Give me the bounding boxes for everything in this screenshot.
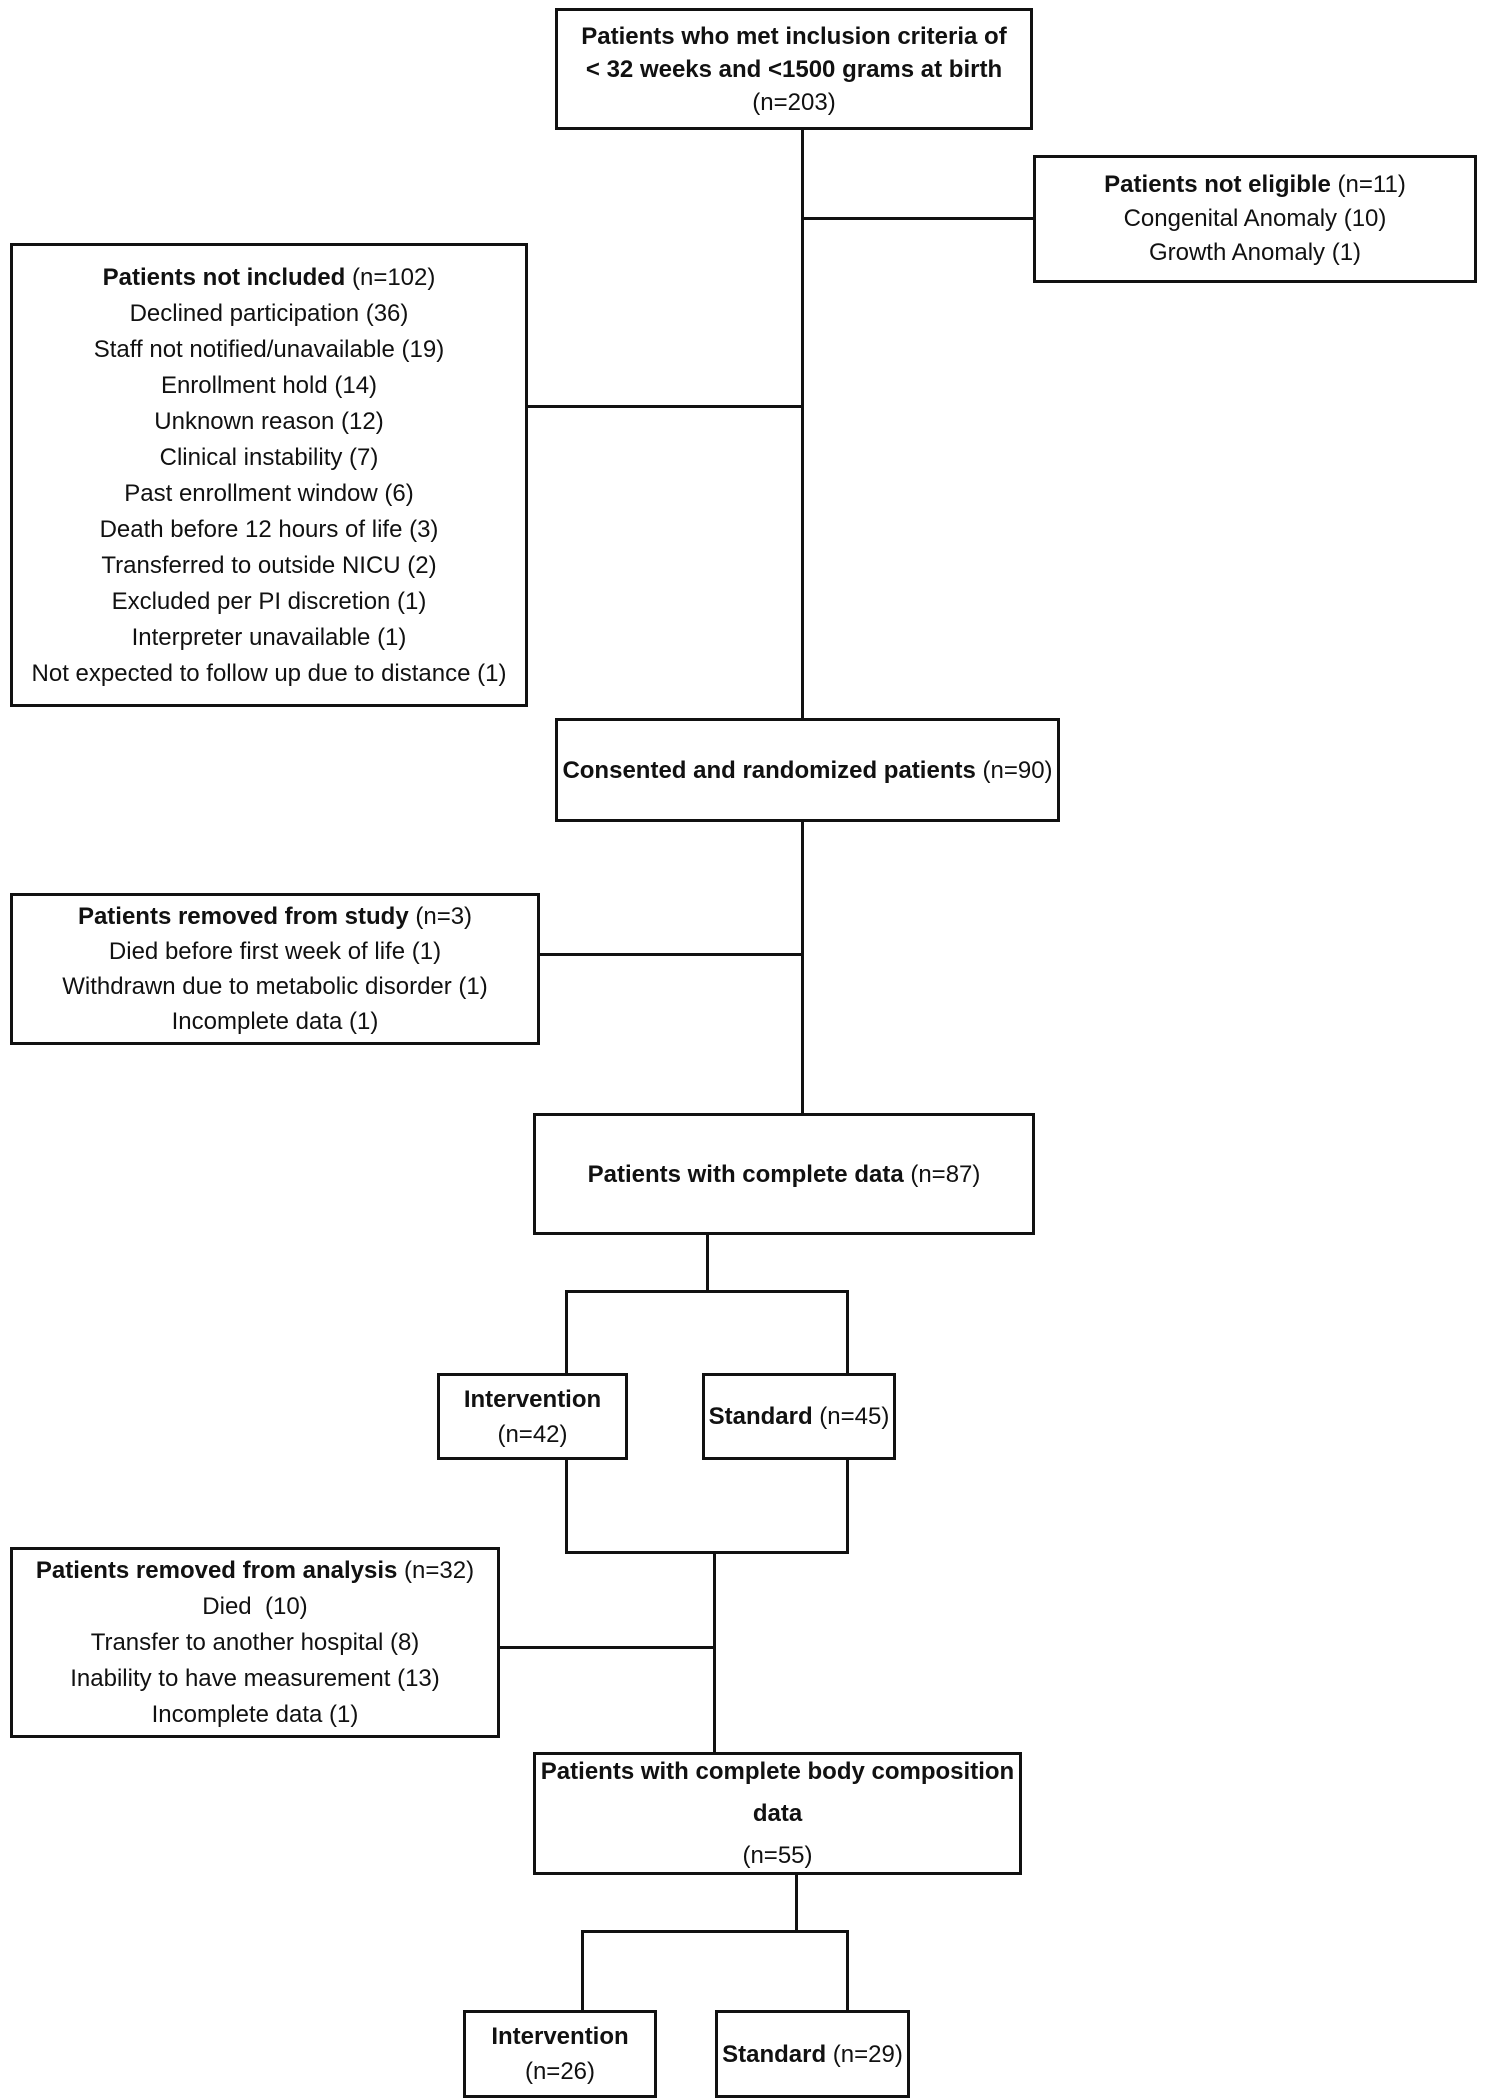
consented-count: (n=90) bbox=[975, 756, 1053, 784]
connector-consented-to-complete-data bbox=[801, 822, 804, 1113]
not-included-header: Patients not included (n=102) bbox=[103, 260, 436, 296]
standard-randomized-box: Standard (n=45) bbox=[702, 1373, 896, 1460]
list-item: Unknown reason (12) bbox=[154, 408, 384, 435]
intervention-final-title: Intervention bbox=[491, 2023, 629, 2050]
removed-analysis-header: Patients removed from analysis (n=32) bbox=[36, 1553, 474, 1589]
connector-from-not-included bbox=[528, 405, 804, 408]
intervention-randomized-title: Intervention bbox=[463, 1385, 602, 1413]
list-item: Transferred to outside NICU (2) bbox=[101, 552, 437, 579]
list-item: Congenital Anomaly (10) bbox=[1123, 205, 1387, 232]
removed-study-count: (n=3) bbox=[408, 903, 473, 930]
intervention-final-box: Intervention (n=26) bbox=[463, 2010, 657, 2098]
standard-randomized-title: Standard bbox=[708, 1403, 813, 1430]
list-item: Death before 12 hours of life (3) bbox=[99, 516, 439, 543]
not-included-count: (n=102) bbox=[345, 264, 436, 291]
list-item: Inability to have measurement (13) bbox=[70, 1664, 440, 1692]
connector-split-bar bbox=[565, 1290, 849, 1293]
intervention-final-header: Intervention (n=26) bbox=[466, 2019, 654, 2089]
list-item: Staff not notified/unavailable (19) bbox=[93, 336, 445, 363]
list-item: Past enrollment window (6) bbox=[124, 480, 414, 507]
complete-data-box: Patients with complete data (n=87) bbox=[533, 1113, 1035, 1235]
standard-final-box: Standard (n=29) bbox=[715, 2010, 910, 2098]
consented-title: Consented and randomized patients bbox=[562, 756, 976, 784]
not-eligible-header: Patients not eligible (n=11) bbox=[1104, 168, 1406, 202]
list-item: Excluded per PI discretion (1) bbox=[111, 588, 427, 615]
list-item: Not expected to follow up due to distanc… bbox=[31, 660, 507, 687]
inclusion-count: (n=203) bbox=[752, 88, 836, 116]
list-item: Incomplete data (1) bbox=[151, 1700, 359, 1728]
connector-from-removed-analysis bbox=[500, 1646, 715, 1649]
connector-split-feed bbox=[706, 1235, 709, 1293]
list-item: Withdrawn due to metabolic disorder (1) bbox=[62, 973, 488, 1000]
body-composition-title: Patients with complete body composition … bbox=[540, 1757, 1021, 1827]
consented-header: Consented and randomized patients (n=90) bbox=[562, 753, 1052, 788]
intervention-randomized-count: (n=42) bbox=[497, 1385, 608, 1448]
connector-split-left-leg bbox=[565, 1290, 568, 1373]
list-item: Clinical instability (7) bbox=[159, 444, 379, 471]
connector-bottom-bar bbox=[581, 1930, 849, 1933]
list-item: Died before first week of life (1) bbox=[108, 938, 442, 965]
standard-randomized-header: Standard (n=45) bbox=[709, 1399, 890, 1434]
standard-final-title: Standard bbox=[722, 2040, 827, 2068]
list-item: Incomplete data (1) bbox=[171, 1008, 379, 1035]
list-item: Interpreter unavailable (1) bbox=[131, 624, 407, 651]
not-eligible-count: (n=11) bbox=[1330, 171, 1406, 198]
body-composition-box: Patients with complete body composition … bbox=[533, 1752, 1022, 1875]
removed-analysis-count: (n=32) bbox=[397, 1556, 475, 1584]
list-item: Growth Anomaly (1) bbox=[1148, 239, 1362, 266]
list-item: Enrollment hold (14) bbox=[160, 372, 378, 399]
removed-from-study-box: Patients removed from study (n=3) Died b… bbox=[10, 893, 540, 1045]
intervention-final-count: (n=26) bbox=[524, 2023, 636, 2085]
not-eligible-items: Congenital Anomaly (10) Growth Anomaly (… bbox=[1124, 202, 1387, 270]
consented-randomized-box: Consented and randomized patients (n=90) bbox=[555, 718, 1060, 822]
inclusion-criteria-box: Patients who met inclusion criteria of <… bbox=[555, 8, 1033, 130]
connector-to-not-eligible bbox=[801, 217, 1033, 220]
intervention-randomized-box: Intervention (n=42) bbox=[437, 1373, 628, 1460]
standard-final-header: Standard (n=29) bbox=[722, 2037, 903, 2072]
inclusion-line-1: Patients who met inclusion criteria of bbox=[581, 22, 1007, 50]
complete-data-count: (n=87) bbox=[903, 1160, 981, 1188]
list-item: Died (10) bbox=[202, 1592, 308, 1620]
inclusion-line-2: < 32 weeks and <1500 grams at birth bbox=[585, 55, 1003, 83]
connector-merge-feed bbox=[713, 1551, 716, 1752]
removed-analysis-items: Died (10) Transfer to another hospital (… bbox=[70, 1589, 440, 1733]
connector-from-removed-study bbox=[540, 953, 804, 956]
not-included-box: Patients not included (n=102) Declined p… bbox=[10, 243, 528, 707]
removed-analysis-title: Patients removed from analysis bbox=[35, 1556, 398, 1584]
list-item: Declined participation (36) bbox=[129, 300, 409, 327]
intervention-randomized-header: Intervention (n=42) bbox=[440, 1382, 625, 1452]
removed-study-title: Patients removed from study bbox=[77, 903, 409, 930]
connector-bottom-right-leg bbox=[846, 1930, 849, 2010]
removed-from-analysis-box: Patients removed from analysis (n=32) Di… bbox=[10, 1547, 500, 1738]
complete-data-header: Patients with complete data (n=87) bbox=[588, 1157, 981, 1192]
not-eligible-title: Patients not eligible bbox=[1104, 171, 1331, 198]
body-composition-count: (n=55) bbox=[742, 1841, 813, 1869]
connector-inclusion-to-consented bbox=[801, 130, 804, 718]
connector-bottom-left-leg bbox=[581, 1930, 584, 2010]
not-included-items: Declined participation (36) Staff not no… bbox=[32, 296, 507, 692]
connector-merge-right-leg bbox=[846, 1460, 849, 1554]
removed-study-header: Patients removed from study (n=3) bbox=[78, 899, 472, 934]
list-item: Transfer to another hospital (8) bbox=[90, 1628, 420, 1656]
complete-data-title: Patients with complete data bbox=[587, 1160, 904, 1188]
not-included-title: Patients not included bbox=[102, 264, 346, 291]
standard-randomized-count: (n=45) bbox=[812, 1403, 890, 1430]
connector-split-right-leg bbox=[846, 1290, 849, 1373]
standard-final-count: (n=29) bbox=[826, 2040, 903, 2068]
not-eligible-box: Patients not eligible (n=11) Congenital … bbox=[1033, 155, 1477, 283]
removed-study-items: Died before first week of life (1) Withd… bbox=[62, 934, 488, 1039]
connector-bottom-feed bbox=[795, 1875, 798, 1933]
connector-merge-left-leg bbox=[565, 1460, 568, 1554]
connector-merge-bar bbox=[565, 1551, 849, 1554]
